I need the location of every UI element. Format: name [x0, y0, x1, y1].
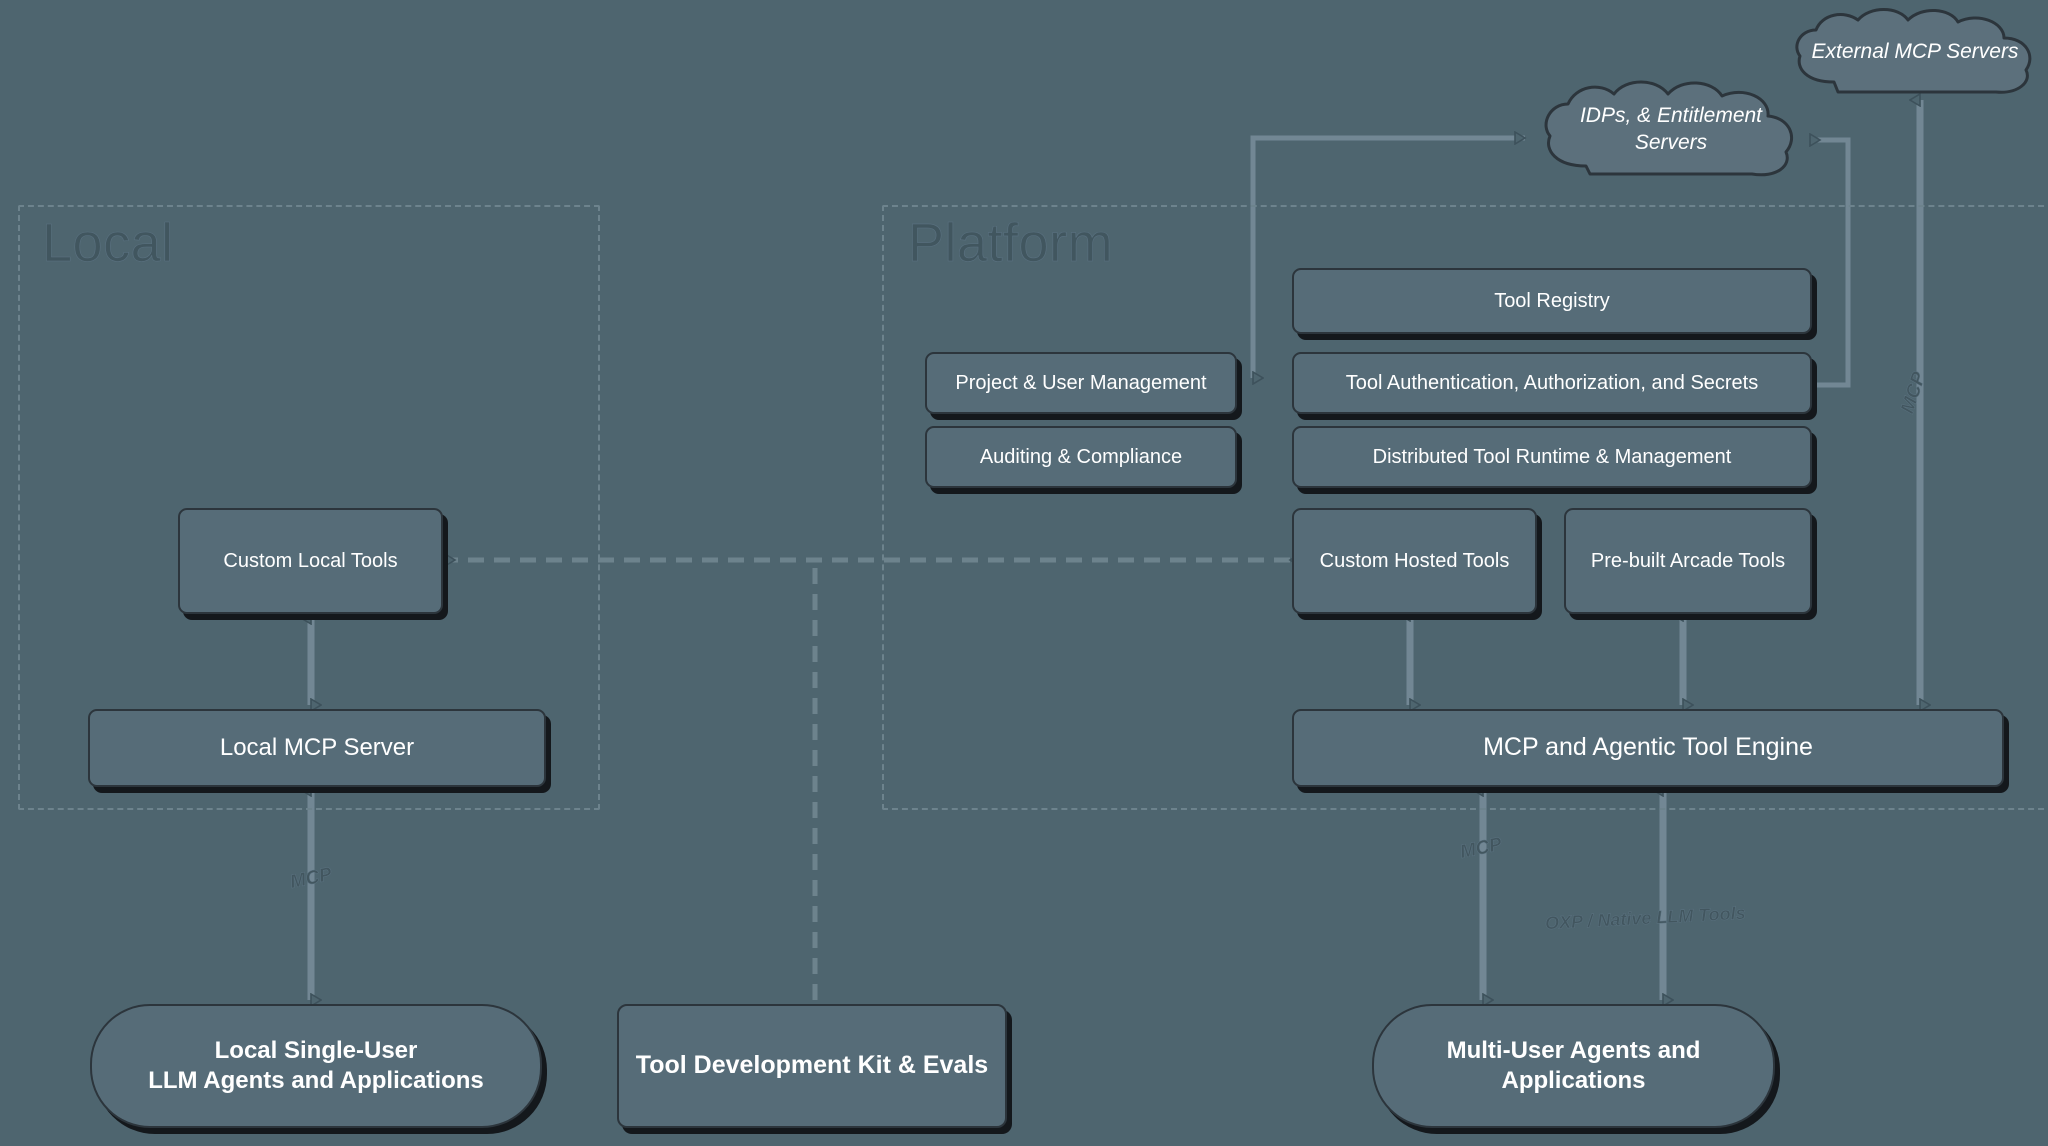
node-custom-hosted-tools[interactable]: Custom Hosted Tools: [1292, 508, 1537, 614]
group-platform: [882, 205, 2048, 810]
group-local: [18, 205, 600, 810]
node-local-agents-line1: Local Single-User: [214, 1037, 418, 1064]
group-platform-title: Platform: [908, 213, 1114, 274]
cloud-idps-line2: Servers: [1634, 131, 1708, 154]
cloud-idps-label: IDPs, & Entitlement Servers: [1562, 102, 1780, 157]
node-multi-user-agents-line2: Applications: [1501, 1067, 1646, 1094]
node-local-agents-text: Local Single-User LLM Agents and Applica…: [148, 1036, 484, 1096]
cloud-shape-icon: [1795, 8, 2032, 94]
node-multi-user-agents-text: Multi-User Agents and Applications: [1447, 1036, 1701, 1096]
node-multi-user-agents-line1: Multi-User Agents and: [1446, 1037, 1701, 1064]
node-tool-development-kit[interactable]: Tool Development Kit & Evals: [617, 1004, 1007, 1128]
node-custom-local-tools[interactable]: Custom Local Tools: [178, 508, 443, 614]
node-local-agents[interactable]: Local Single-User LLM Agents and Applica…: [90, 1004, 542, 1128]
cloud-idps-entitlement: IDPs, & Entitlement Servers: [1532, 74, 1810, 184]
edge-label-local-mcp: MCP: [288, 863, 334, 894]
cloud-shape-icon: [1544, 80, 1793, 177]
cloud-idps-line1: IDPs, & Entitlement: [1579, 103, 1763, 127]
node-project-user-management[interactable]: Project & User Management: [925, 352, 1237, 414]
node-multi-user-agents[interactable]: Multi-User Agents and Applications: [1372, 1004, 1775, 1128]
group-local-title: Local: [42, 213, 174, 274]
node-mcp-agentic-tool-engine[interactable]: MCP and Agentic Tool Engine: [1292, 709, 2004, 787]
cloud-external-mcp-label: External MCP Servers: [1811, 40, 2019, 64]
edge-label-platform-mcp: MCP: [1458, 833, 1504, 864]
node-tool-registry[interactable]: Tool Registry: [1292, 268, 1812, 334]
node-prebuilt-arcade-tools[interactable]: Pre-built Arcade Tools: [1564, 508, 1812, 614]
node-local-agents-line2: LLM Agents and Applications: [148, 1067, 484, 1094]
node-tool-authentication[interactable]: Tool Authentication, Authorization, and …: [1292, 352, 1812, 414]
node-local-mcp-server[interactable]: Local MCP Server: [88, 709, 546, 787]
cloud-external-mcp-servers: External MCP Servers: [1782, 4, 2048, 100]
node-auditing-compliance[interactable]: Auditing & Compliance: [925, 426, 1237, 488]
edge-label-oxp-native-llm-tools: OXP / Native LLM Tools: [1544, 902, 1747, 934]
node-distributed-tool-runtime[interactable]: Distributed Tool Runtime & Management: [1292, 426, 1812, 488]
